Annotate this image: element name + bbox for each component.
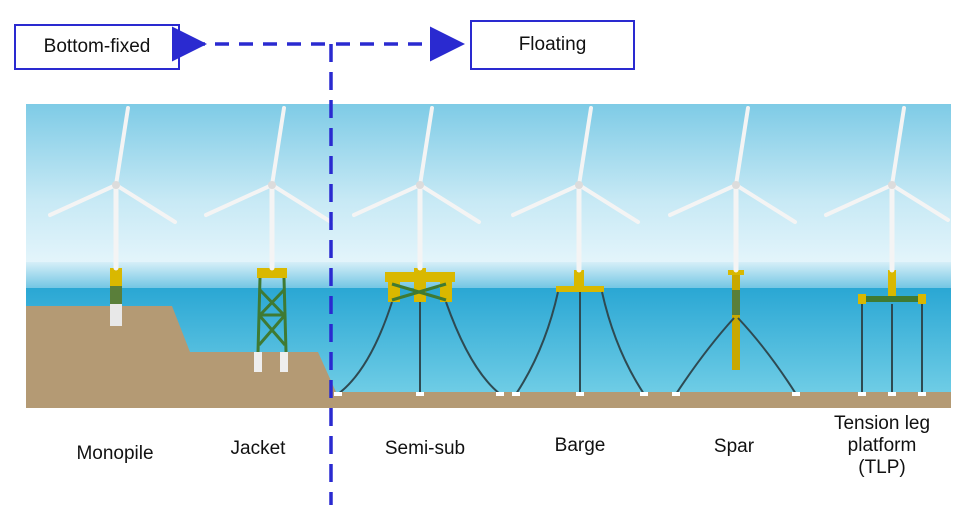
seabed — [26, 306, 951, 408]
turbine-semi-sub — [352, 106, 481, 271]
barge-foundation — [515, 270, 645, 395]
turbine-spar — [668, 106, 797, 273]
foundation-label-barge: Barge — [554, 435, 606, 456]
foundation-label-spar: Spar — [713, 436, 755, 457]
anchors — [334, 392, 926, 396]
jacket-foundation — [256, 268, 288, 353]
sea-surface — [26, 262, 951, 290]
semi-sub-foundation — [337, 268, 501, 395]
turbine-jacket — [204, 106, 333, 271]
bottom-fixed-label: Bottom-fixed — [43, 36, 151, 57]
foundation-label-jacket: Jacket — [230, 438, 286, 459]
turbine-barge — [511, 106, 640, 273]
turbine-hubs — [112, 181, 896, 189]
monopile-foundation — [110, 268, 122, 326]
foundation-label-semi-sub: Semi-sub — [384, 438, 466, 459]
turbine-monopile — [48, 106, 177, 271]
foundation-label-monopile: Monopile — [76, 443, 154, 464]
wind-turbines — [48, 106, 950, 273]
tlp-foundation — [858, 270, 926, 394]
foundation-label-tlp: Tension leg platform (TLP) — [833, 413, 931, 478]
floating-label: Floating — [518, 34, 587, 55]
bottom-fixed-box: Bottom-fixed — [14, 24, 180, 70]
floating-box: Floating — [470, 20, 635, 70]
turbine-tlp — [824, 106, 950, 273]
sky — [26, 104, 951, 264]
